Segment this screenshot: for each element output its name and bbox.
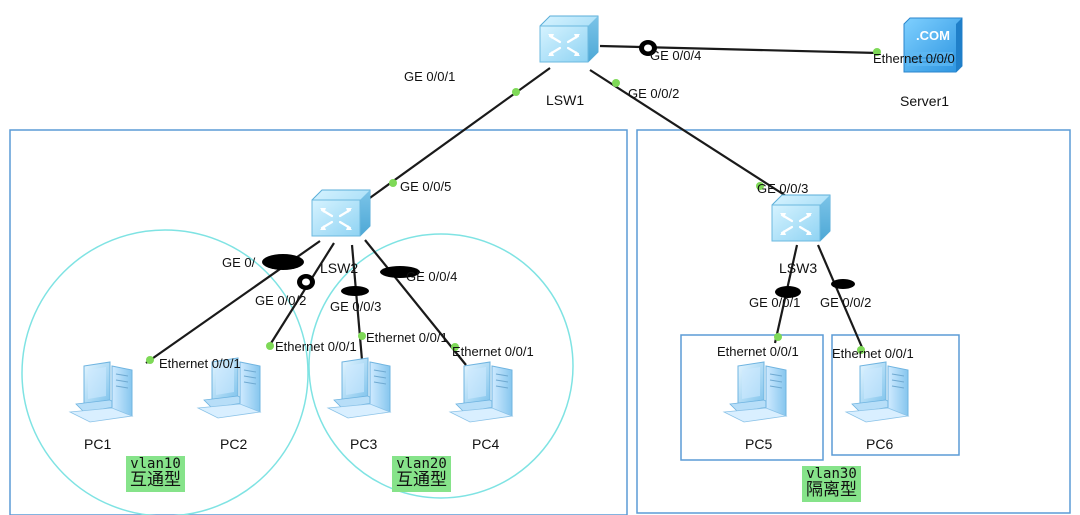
- port-label-pc1-eth: Ethernet 0/0/1: [159, 356, 241, 371]
- vlan20-tag: vlan20 互通型: [392, 456, 451, 492]
- link-lsw2-pc4: [364, 239, 467, 366]
- link-lsw2-pc2: [267, 242, 335, 349]
- switch-lsw2-icon[interactable]: [310, 188, 372, 238]
- pc3-label: PC3: [350, 436, 378, 452]
- port-label-server-eth: Ethernet 0/0/0: [873, 51, 955, 66]
- lsw2-label: LSW2: [320, 260, 359, 276]
- pc5-label: PC5: [745, 436, 773, 452]
- link-lsw1-lsw3: [589, 69, 787, 197]
- port-label-lsw2-g004: GE 0/0/4: [406, 269, 458, 284]
- port-label-pc4-eth: Ethernet 0/0/1: [452, 344, 534, 359]
- switch-lsw1-icon[interactable]: [538, 14, 600, 64]
- port-dot-lsw3-g003: [756, 182, 764, 190]
- port-label-lsw1-g001: GE 0/0/1: [404, 69, 456, 84]
- port-dot-pc2-eth: [266, 342, 274, 350]
- switch-lsw3-icon[interactable]: [770, 193, 832, 243]
- port-label-lsw2-g002: GE 0/0/2: [255, 293, 307, 308]
- pc5-icon[interactable]: [723, 361, 787, 423]
- right-group-box: [636, 129, 1071, 514]
- port-label-lsw3-g001: GE 0/0/1: [749, 295, 801, 310]
- port-block-lsw3-g001: [775, 286, 801, 298]
- port-label-lsw3-g002: GE 0/0/2: [820, 295, 872, 310]
- port-label-pc5-eth: Ethernet 0/0/1: [717, 344, 799, 359]
- port-dot-pc5-eth: [774, 333, 782, 341]
- port-label-lsw3-g003: GE 0/0/3: [757, 181, 809, 196]
- port-dot-lsw1-g001: [512, 88, 520, 96]
- pc3-icon[interactable]: [327, 357, 391, 419]
- vlan30-type: 隔离型: [806, 479, 857, 500]
- pc6-icon[interactable]: [845, 361, 909, 423]
- port-dot-pc4-eth: [451, 343, 459, 351]
- port-label-lsw1-g004: GE 0/0/4: [650, 48, 702, 63]
- port-dot-lsw1-g002: [612, 79, 620, 87]
- server1-icon[interactable]: [903, 17, 963, 73]
- server1-label: Server1: [900, 93, 950, 109]
- vlan20-circle: [308, 233, 574, 499]
- port-dot-pc3-eth: [358, 332, 366, 340]
- left-group-box: [9, 129, 628, 515]
- link-lsw3-pc6: [816, 244, 866, 353]
- pc6-label: PC6: [866, 436, 894, 452]
- pc5-box: [680, 334, 824, 461]
- port-label-lsw2-g005: GE 0/0/5: [400, 179, 452, 194]
- port-dot-pc1-eth: [146, 356, 154, 364]
- port-block-lsw2-g003: [341, 286, 369, 296]
- vlan10-id: vlan10: [130, 456, 181, 472]
- vlan30-id: vlan30: [806, 466, 857, 482]
- pc4-label: PC4: [472, 436, 500, 452]
- pc1-label: PC1: [84, 436, 112, 452]
- port-label-pc6-eth: Ethernet 0/0/1: [832, 346, 914, 361]
- pc6-box: [831, 334, 960, 456]
- lsw1-label: LSW1: [546, 92, 585, 108]
- port-block-lsw2-g001: [262, 254, 304, 270]
- port-block-lsw2-g004: [380, 266, 420, 278]
- port-dot-lsw2-g005: [389, 179, 397, 187]
- vlan30-tag: vlan30 隔离型: [802, 466, 861, 502]
- port-label-lsw2-g003: GE 0/0/3: [330, 299, 382, 314]
- port-block-lsw3-g002: [831, 279, 855, 289]
- port-label-pc3-eth: Ethernet 0/0/1: [366, 330, 448, 345]
- port-label-pc2-eth: Ethernet 0/0/1: [275, 339, 357, 354]
- vlan10-tag: vlan10 互通型: [126, 456, 185, 492]
- link-lsw2-pc3: [350, 244, 364, 361]
- vlan20-type: 互通型: [396, 469, 447, 490]
- lsw3-label: LSW3: [779, 260, 818, 276]
- server-badge-text: .COM: [916, 28, 950, 43]
- pc2-label: PC2: [220, 436, 248, 452]
- vlan10-type: 互通型: [130, 469, 181, 490]
- pc4-icon[interactable]: [449, 361, 513, 423]
- vlan20-id: vlan20: [396, 456, 447, 472]
- port-label-lsw1-g002: GE 0/0/2: [628, 86, 680, 101]
- link-lsw1-lsw2: [366, 67, 551, 201]
- port-dot-server-eth: [873, 48, 881, 56]
- port-label-lsw2-g001: GE 0/: [222, 255, 256, 270]
- port-dot-pc6-eth: [857, 346, 865, 354]
- vlan10-circle: [21, 229, 309, 515]
- pc1-icon[interactable]: [69, 361, 133, 423]
